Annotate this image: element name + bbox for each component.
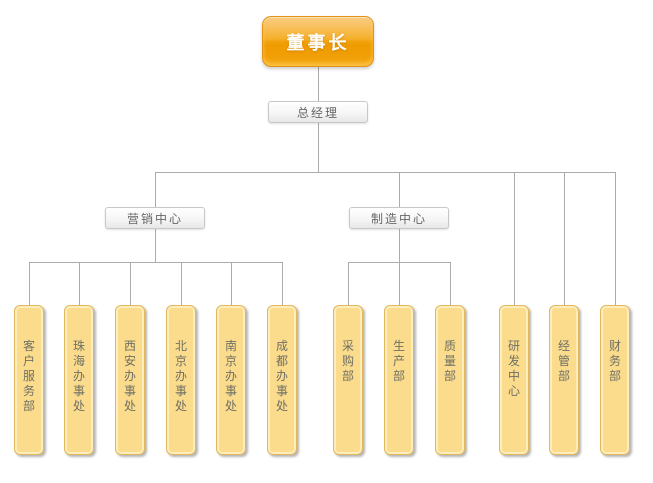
connector-line	[130, 262, 131, 305]
connector-line	[29, 262, 30, 305]
connector-line	[399, 228, 400, 262]
org-node-chengdu-office[interactable]: 成都办事处	[267, 305, 297, 455]
org-node-zhuhai-office[interactable]: 珠海办事处	[64, 305, 94, 455]
connector-line	[155, 228, 156, 262]
org-node-manufacturing-center[interactable]: 制造中心	[349, 207, 449, 229]
org-node-marketing-center[interactable]: 营销中心	[105, 207, 205, 229]
org-node-rd-center[interactable]: 研发中心	[499, 305, 529, 455]
org-node-general-manager[interactable]: 总经理	[268, 101, 368, 123]
org-node-label: 制造中心	[370, 211, 427, 226]
org-node-label: 南京办事处	[224, 339, 237, 413]
connector-line	[318, 67, 319, 102]
org-node-label: 北京办事处	[174, 339, 187, 413]
org-node-label: 总经理	[296, 105, 339, 120]
connector-line	[450, 262, 451, 305]
connector-line	[79, 262, 80, 305]
connector-line	[231, 262, 232, 305]
connector-line	[155, 172, 156, 207]
org-node-production-dept[interactable]: 生产部	[384, 305, 414, 455]
org-node-label: 营销中心	[126, 211, 183, 226]
org-node-label: 成都办事处	[275, 339, 288, 413]
org-node-label: 质量部	[443, 339, 456, 383]
org-node-label: 客户服务部	[22, 339, 35, 413]
connector-line	[514, 172, 515, 305]
connector-rail	[155, 172, 616, 173]
org-node-label: 经管部	[557, 339, 570, 383]
connector-line	[282, 262, 283, 305]
org-node-customer-service-dept[interactable]: 客户服务部	[14, 305, 44, 455]
connector-rail	[29, 262, 283, 263]
org-node-label: 西安办事处	[123, 339, 136, 413]
org-node-finance-dept[interactable]: 财务部	[600, 305, 630, 455]
org-node-label: 财务部	[608, 339, 621, 383]
org-node-label: 董事长	[286, 32, 350, 54]
org-node-beijing-office[interactable]: 北京办事处	[166, 305, 196, 455]
connector-line	[348, 262, 349, 305]
connector-line	[615, 172, 616, 305]
connector-line	[399, 262, 400, 305]
org-node-xian-office[interactable]: 西安办事处	[115, 305, 145, 455]
org-node-quality-dept[interactable]: 质量部	[435, 305, 465, 455]
connector-line	[564, 172, 565, 305]
org-node-nanjing-office[interactable]: 南京办事处	[216, 305, 246, 455]
org-node-label: 珠海办事处	[72, 339, 85, 413]
org-node-management-dept[interactable]: 经管部	[549, 305, 579, 455]
org-node-procurement-dept[interactable]: 采购部	[333, 305, 363, 455]
connector-line	[399, 172, 400, 207]
org-node-label: 采购部	[341, 339, 354, 383]
connector-line	[318, 123, 319, 172]
org-node-label: 生产部	[392, 339, 405, 383]
org-node-label: 研发中心	[507, 339, 520, 398]
connector-line	[181, 262, 182, 305]
org-node-chairman[interactable]: 董事长	[262, 16, 374, 67]
